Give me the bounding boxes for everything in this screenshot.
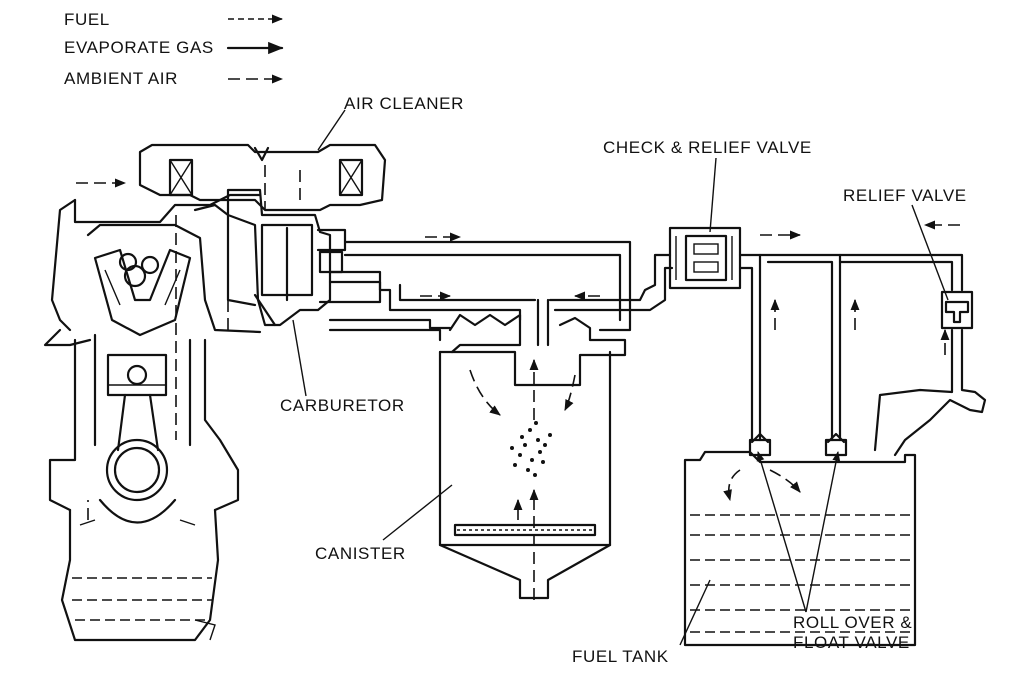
evaporative-piping [328,220,987,457]
canister-label: CANISTER [315,544,406,563]
roll-over-valve-label-line1: ROLL OVER & [793,613,912,632]
fuel-tank-label: FUEL TANK [572,647,669,666]
labels: AIR CLEANER CHECK & RELIEF VALVE RELIEF … [280,94,967,666]
legend-ambient-air-label: AMBIENT AIR [64,69,178,88]
leader-lines [292,109,949,646]
air-cleaner [138,143,387,212]
relief-valve-label: RELIEF VALVE [843,186,967,205]
engine [43,178,262,642]
legend: FUEL EVAPORATE GAS AMBIENT AIR [64,10,284,88]
canister [438,298,627,600]
legend-fuel-label: FUEL [64,10,110,29]
fuel-tank [683,432,917,647]
relief-valve [940,290,974,330]
carburetor-label: CARBURETOR [280,396,405,415]
carburetor [193,188,382,327]
air-cleaner-label: AIR CLEANER [344,94,464,113]
check-relief-valve [668,226,742,290]
check-relief-valve-label: CHECK & RELIEF VALVE [603,138,812,157]
legend-evaporate-gas-label: EVAPORATE GAS [64,38,214,57]
roll-over-valve-label-line2: FLOAT VALVE [793,633,910,652]
